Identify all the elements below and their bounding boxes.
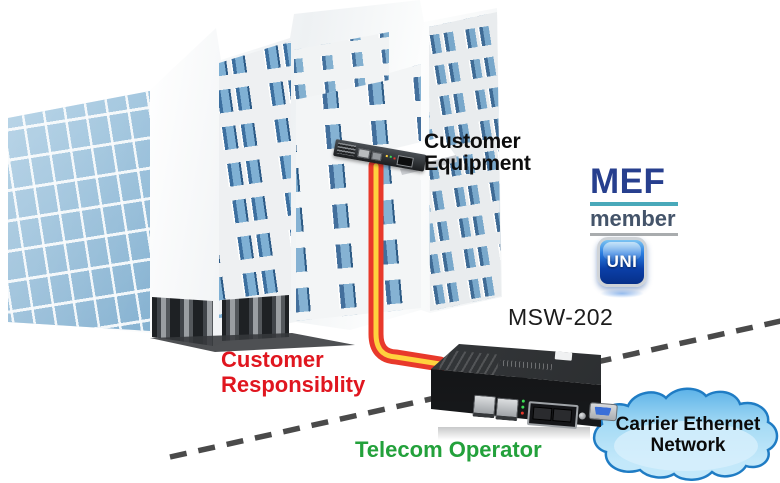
rj45-port — [472, 394, 497, 419]
customer-responsibility-label: Customer Responsiblity — [221, 347, 366, 398]
uni-badge-text: UNI — [606, 252, 638, 271]
coax-connector — [578, 412, 587, 420]
status-leds — [521, 399, 525, 403]
sfp-slot — [552, 408, 573, 423]
mef-logo-text: MEF — [590, 162, 666, 201]
switch-leds — [385, 154, 388, 158]
mef-gray-rule — [590, 233, 678, 236]
carrier-cloud-label: Carrier Ethernet Network — [615, 414, 761, 457]
mef-member-logo: MEF member — [590, 164, 682, 236]
switch-port — [357, 148, 371, 160]
sfp-slot — [532, 406, 553, 421]
switch-port — [370, 151, 383, 162]
mef-member-text: member — [590, 206, 676, 231]
uni-badge-glow — [600, 289, 644, 298]
mef-teal-rule — [590, 202, 678, 206]
switch-uplink-port — [396, 155, 414, 168]
rj45-port — [495, 397, 519, 422]
customer-equipment-label: Customer Equipment — [424, 130, 531, 176]
device-model-label: MSW-202 — [508, 304, 614, 330]
sfp-cage — [526, 401, 579, 430]
switch-vents — [336, 142, 357, 157]
uni-badge-gloss — [603, 242, 641, 262]
msw202-logo-chip — [554, 351, 573, 361]
uni-badge: UNI — [597, 237, 647, 287]
telecom-operator-label: Telecom Operator — [355, 437, 542, 462]
